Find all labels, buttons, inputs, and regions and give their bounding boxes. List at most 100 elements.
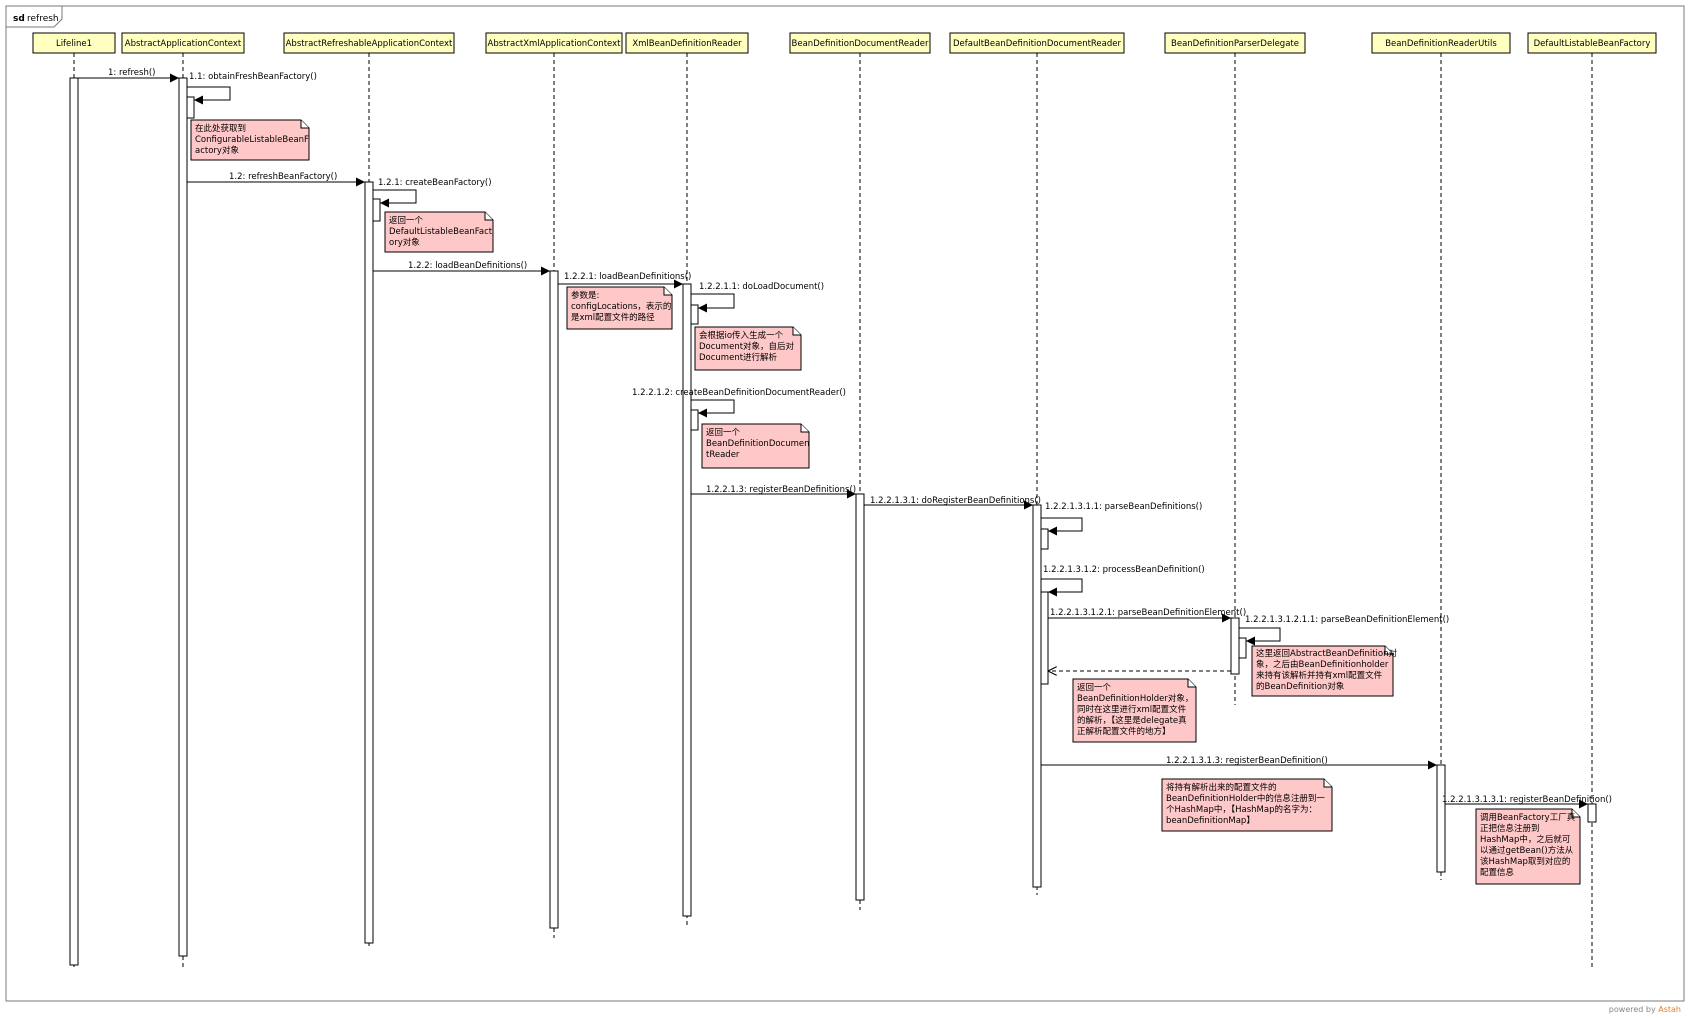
activation-obtain-fresh-bean-factory[interactable] (186, 96, 195, 119)
message-arrow[interactable] (1239, 627, 1281, 646)
message-label: 1.2.2.1.3.1.3: registerBeanDefinition() (1166, 756, 1328, 766)
note-line: BeanDefinitionHolder对象， (1077, 693, 1193, 704)
note-line: 该HashMap取到对应的 (1480, 856, 1570, 867)
note-document-reader[interactable]: 返回一个 BeanDefinitionDocumen tReader (701, 423, 810, 469)
message-parse-bean-definition-element-self[interactable]: 1.2.2.1.3.1.2.1.1: parseBeanDefinitionEl… (1239, 615, 1449, 646)
message-arrow[interactable] (691, 399, 735, 418)
note-box[interactable] (566, 286, 673, 330)
note-line: 会根据io传入生成一个 (699, 330, 784, 341)
activation-process-bean-definition[interactable] (1040, 591, 1049, 685)
note-fold (1571, 809, 1580, 818)
note-line: 个HashMap中，【HashMap的名字为： (1166, 804, 1317, 815)
message-register-bean-definition-factory[interactable]: 1.2.2.1.3.1.3.1: registerBeanDefinition(… (1442, 795, 1612, 809)
note-box[interactable] (1161, 778, 1333, 832)
message-label: 1.2.2.1.1: doLoadDocument() (699, 282, 824, 292)
activation-create-document-reader[interactable] (690, 409, 699, 431)
note-line: DefaultListableBeanFact (389, 227, 493, 237)
note-line: BeanDefinitionHolder中的信息注册到一 (1166, 793, 1325, 804)
message-arrow[interactable] (1041, 578, 1083, 597)
note-line: 正解析配置文件的地方】 (1077, 726, 1171, 737)
activation-lifeline1[interactable] (69, 77, 79, 966)
note-register-to-hashmap[interactable]: 调用BeanFactory工厂真 正把信息注册到 HashMap中，之后就可 以… (1475, 808, 1581, 885)
note-document-object[interactable]: 会根据io传入生成一个 Document对象，自后对 Document进行解析 (694, 326, 802, 371)
activation-create-bean-factory[interactable] (372, 198, 381, 222)
note-default-listable-bean-factory[interactable]: 返回一个 DefaultListableBeanFact ory对象 (384, 211, 494, 253)
lifeline-name: Lifeline1 (56, 39, 92, 49)
note-line: 参数是: (571, 290, 599, 301)
note-box[interactable] (1475, 808, 1581, 885)
note-line: Document进行解析 (699, 352, 778, 363)
activation-bean-definition-document-reader[interactable] (855, 493, 865, 901)
activation-bean-definition-reader-utils[interactable] (1436, 764, 1446, 873)
note-line: BeanDefinitionDocumen (706, 439, 810, 449)
message-arrow[interactable] (373, 189, 417, 208)
message-register-bean-definitions[interactable]: 1.2.2.1.3: registerBeanDefinitions() (691, 485, 856, 499)
message-parse-bean-definition-element[interactable]: 1.2.2.1.3.1.2.1: parseBeanDefinitionElem… (1048, 608, 1246, 623)
note-line: tReader (706, 450, 740, 460)
lifeline-bean-definition-parser-delegate[interactable]: BeanDefinitionParserDelegate (1164, 32, 1306, 705)
note-line: 同时在这里进行xml配置文件 (1077, 704, 1187, 715)
note-line: 配置信息 (1480, 867, 1515, 878)
activation-parse-bean-definition-element[interactable] (1238, 637, 1247, 659)
note-line: 返回一个 (389, 215, 424, 226)
note-box[interactable] (1251, 645, 1394, 697)
note-fold (1384, 646, 1393, 655)
activation-xml-bean-definition-reader[interactable] (682, 283, 692, 917)
message-arrow[interactable] (1041, 517, 1083, 536)
message-do-register-bean-definitions[interactable]: 1.2.2.1.3.1: doRegisterBeanDefinitions() (864, 496, 1041, 510)
note-bean-definition-map[interactable]: 将持有解析出来的配置文件的 BeanDefinitionHolder中的信息注册… (1161, 778, 1333, 832)
note-line: ConfigurableListableBeanF (195, 135, 309, 145)
notes: 在此处获取到 ConfigurableListableBeanF actory对… (190, 119, 1581, 885)
lifeline-name: AbstractXmlApplicationContext (488, 39, 622, 49)
note-box[interactable] (694, 326, 802, 371)
message-create-bean-definition-document-reader[interactable]: 1.2.2.1.2: createBeanDefinitionDocumentR… (632, 388, 846, 418)
lifeline-default-listable-bean-factory[interactable]: DefaultListableBeanFactory (1527, 32, 1657, 968)
note-abstract-bean-definition[interactable]: 这里返回AbstractBeanDefinition对 象，之后由BeanDef… (1251, 645, 1397, 697)
lifeline-name: BeanDefinitionParserDelegate (1171, 39, 1299, 49)
lifeline-name: DefaultListableBeanFactory (1534, 39, 1651, 49)
lifeline-name: XmlBeanDefinitionReader (632, 39, 742, 49)
note-line: configLocations，表示的 (571, 301, 671, 312)
message-arrow[interactable] (691, 293, 735, 313)
note-box[interactable] (384, 211, 494, 253)
note-line: 的BeanDefinition对象 (1256, 681, 1345, 692)
message-load-bean-definitions-reader[interactable]: 1.2.2.1: loadBeanDefinitions() (558, 272, 691, 289)
message-label: 1.2: refreshBeanFactory() (229, 172, 337, 182)
activation-bean-definition-parser-delegate[interactable] (1230, 617, 1240, 675)
message-register-bean-definition[interactable]: 1.2.2.1.3.1.3: registerBeanDefinition() (1041, 756, 1437, 770)
message-label: 1: refresh() (108, 68, 156, 78)
note-line: 正把信息注册到 (1480, 823, 1540, 834)
message-refresh[interactable]: 1: refresh() (78, 68, 179, 83)
activation-default-bean-definition-document-reader[interactable] (1032, 504, 1042, 888)
activation-default-listable-bean-factory[interactable] (1587, 803, 1597, 823)
note-fold (663, 287, 672, 296)
message-refresh-bean-factory[interactable]: 1.2: refreshBeanFactory() (187, 172, 365, 187)
note-line: ory对象 (389, 237, 420, 248)
note-bean-definition-holder[interactable]: 返回一个 BeanDefinitionHolder对象， 同时在这里进行xml配… (1072, 678, 1197, 743)
note-configurable-listable-bean-factory[interactable]: 在此处获取到 ConfigurableListableBeanF actory对… (190, 119, 310, 161)
message-arrow[interactable] (187, 86, 231, 105)
activation-parse-bean-definitions[interactable] (1040, 528, 1049, 550)
note-line: 以通过getBean()方法从 (1480, 845, 1574, 856)
activation-abstract-application-context[interactable] (178, 77, 188, 957)
note-line: 将持有解析出来的配置文件的 (1166, 782, 1277, 793)
message-label: 1.2.2.1.3.1.2: processBeanDefinition() (1043, 565, 1205, 575)
note-box[interactable] (190, 119, 310, 161)
message-parse-bean-definitions[interactable]: 1.2.2.1.3.1.1: parseBeanDefinitions() (1041, 502, 1202, 536)
frame-border (5, 5, 1685, 1002)
note-config-locations[interactable]: 参数是: configLocations，表示的 是xml配置文件的路径 (566, 286, 673, 330)
activation-abstract-refreshable-application-context[interactable] (364, 181, 374, 944)
message-load-bean-definitions[interactable]: 1.2.2: loadBeanDefinitions() (373, 261, 550, 276)
message-do-load-document[interactable]: 1.2.2.1.1: doLoadDocument() (691, 282, 824, 313)
note-line: 是xml配置文件的路径 (571, 312, 655, 323)
activation-do-load-document[interactable] (690, 304, 699, 325)
message-obtain-fresh-bean-factory[interactable]: 1.1: obtainFreshBeanFactory() (187, 72, 317, 105)
note-box[interactable] (701, 423, 810, 469)
activation-abstract-xml-application-context[interactable] (549, 270, 559, 929)
message-create-bean-factory[interactable]: 1.2.1: createBeanFactory() (373, 178, 492, 208)
message-label: 1.2.2.1.3.1: doRegisterBeanDefinitions() (870, 496, 1041, 506)
lifeline-bean-definition-reader-utils[interactable]: BeanDefinitionReaderUtils (1371, 32, 1511, 880)
message-process-bean-definition[interactable]: 1.2.2.1.3.1.2: processBeanDefinition() (1041, 565, 1205, 597)
note-box[interactable] (1072, 678, 1197, 743)
message-label: 1.2.2.1.2: createBeanDefinitionDocumentR… (632, 388, 846, 398)
